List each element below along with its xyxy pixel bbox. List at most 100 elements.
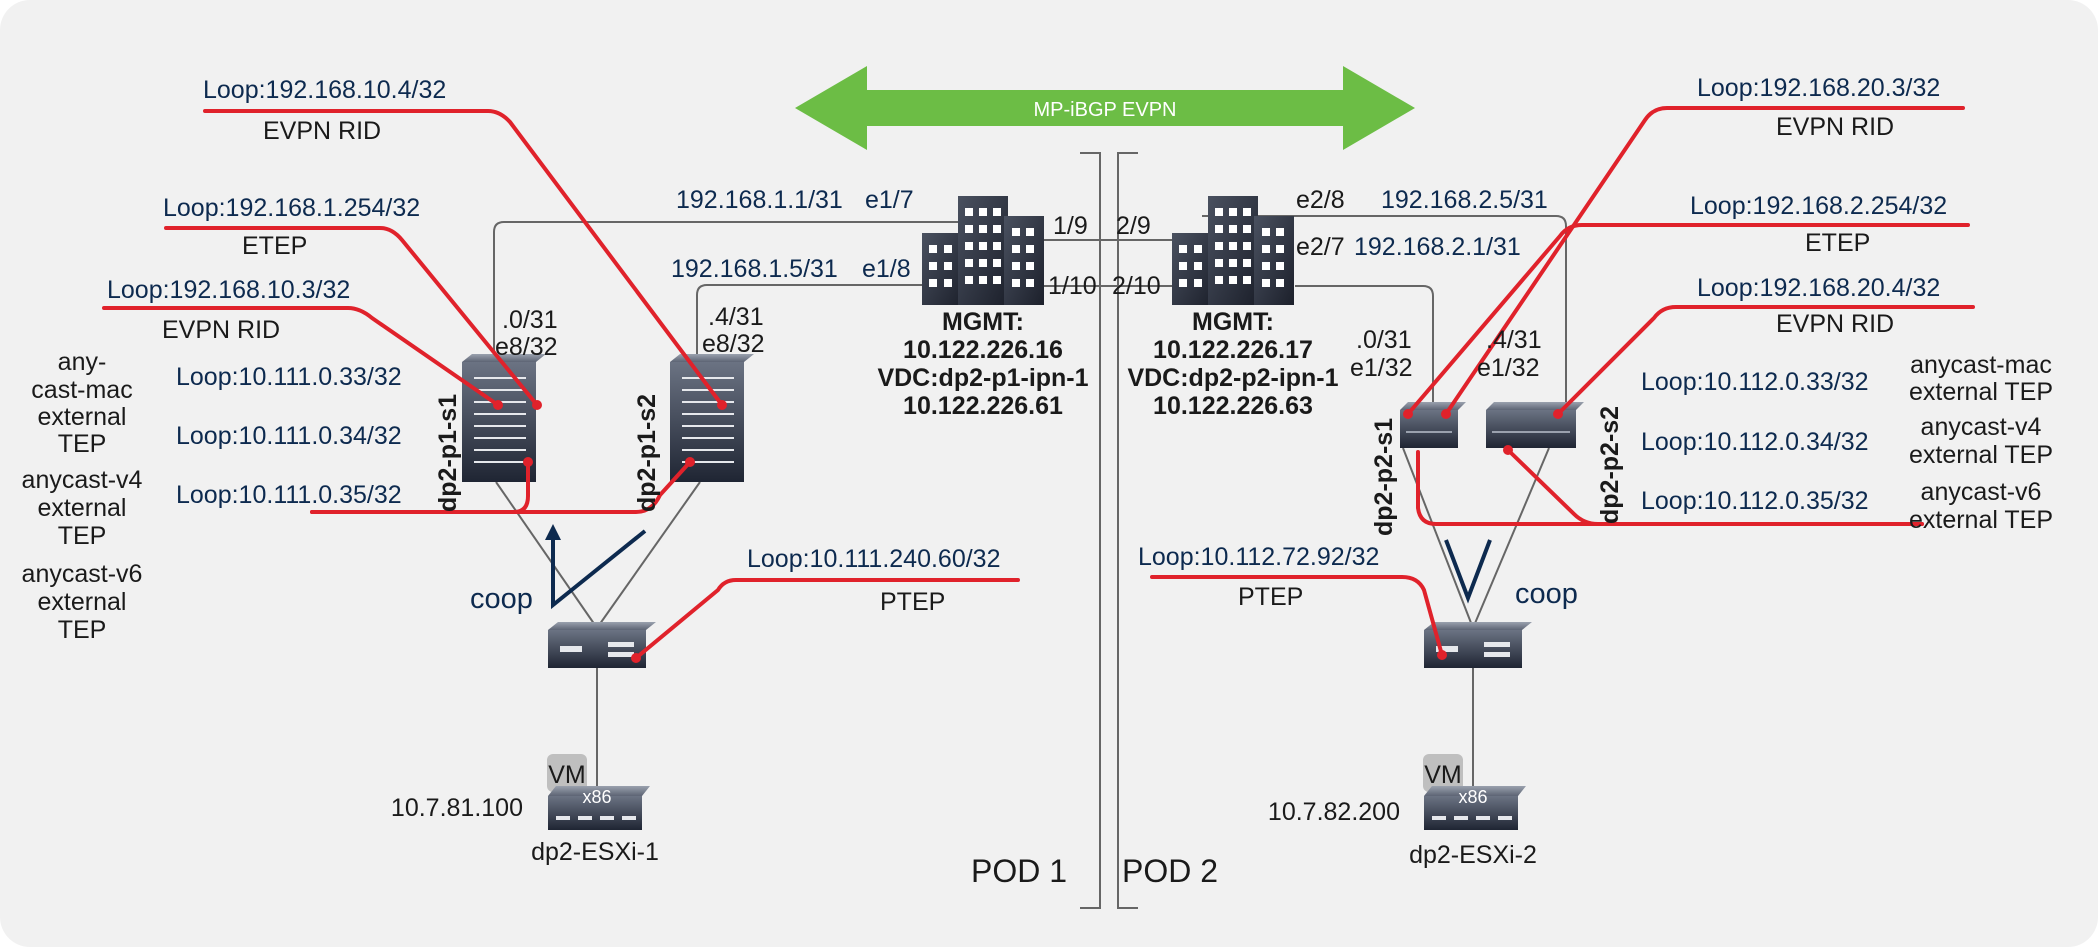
pod2-evpn-rid-1: EVPN RID xyxy=(1776,113,1894,141)
pod1-s1-if: e8/32 xyxy=(495,333,558,361)
pod1-ipn-if1: e1/7 xyxy=(865,186,914,214)
pod1-host-name: dp2-ESXi-1 xyxy=(531,838,659,866)
spine-name-dp2-p2-s1: dp2-p2-s1 xyxy=(1370,418,1398,536)
pod2-host-ip: 10.7.82.200 xyxy=(1268,798,1400,826)
pod2-loop-anycast-v6: Loop:10.112.0.35/32 xyxy=(1641,487,1869,515)
vm-label: VM xyxy=(548,761,586,789)
pod2-label: POD 2 xyxy=(1122,853,1218,889)
gray-links xyxy=(493,215,1567,786)
pod2-coop: coop xyxy=(1515,578,1578,610)
pod2-s2-addr: .4/31 xyxy=(1486,326,1542,354)
host-dp2-esxi-2[interactable]: VM x86 xyxy=(1423,754,1526,830)
pod1-ipn-vdc: VDC:dp2-p1-ipn-1 xyxy=(877,364,1088,392)
svg-text:anycast-mac: anycast-mac xyxy=(1910,351,2052,379)
svg-text:cast-mac: cast-mac xyxy=(31,376,132,404)
pod1-loop-ptep: Loop:10.111.240.60/32 xyxy=(747,545,1000,573)
pod1-anycast-mac-desc: any- cast-mac external TEP xyxy=(31,348,132,458)
pod2-ipn-mgmt-ip: 10.122.226.17 xyxy=(1153,336,1313,364)
pod1-loop-anycast-mac: Loop:10.111.0.33/32 xyxy=(176,363,402,391)
coop-arrows-pod2 xyxy=(1444,539,1492,604)
pod1-ipn-link2: 192.168.1.5/31 xyxy=(671,255,838,283)
pod1-loop-anycast-v6: Loop:10.111.0.35/32 xyxy=(176,481,402,509)
pod1-etep: ETEP xyxy=(242,232,307,260)
pod1-ipn-port-a: 1/9 xyxy=(1053,212,1088,240)
spine-dp2-p1-s2[interactable] xyxy=(670,354,754,482)
vm-badge xyxy=(547,754,587,792)
spine-dp2-p2-s2[interactable] xyxy=(1486,402,1584,448)
svg-text:external TEP: external TEP xyxy=(1909,506,2053,534)
pod1-ipn-port-b: 1/10 xyxy=(1048,272,1097,300)
loopback-endpoints xyxy=(493,400,1563,663)
pod1-loop-etep: Loop:192.168.1.254/32 xyxy=(163,194,420,222)
pod1-ipn-mgmt-label: MGMT: xyxy=(942,308,1024,336)
pod1-loop-evpn-rid-1: Loop:192.168.10.4/32 xyxy=(203,76,446,104)
pod1-s2-if: e8/32 xyxy=(702,330,765,358)
banner-label: MP-iBGP EVPN xyxy=(1034,99,1177,121)
svg-text:external TEP: external TEP xyxy=(1909,441,2053,469)
spine-name-dp2-p1-s1: dp2-p1-s1 xyxy=(434,394,462,512)
svg-text:anycast-v4: anycast-v4 xyxy=(1921,413,2042,441)
mp-ibgp-evpn-arrow: MP-iBGP EVPN xyxy=(795,66,1415,150)
pod1-s2-addr: .4/31 xyxy=(708,303,764,331)
pod1-ipn-vdc-ip: 10.122.226.61 xyxy=(903,392,1063,420)
leaf-pod1[interactable] xyxy=(548,622,656,668)
svg-text:external: external xyxy=(38,588,127,616)
pod2-ipn-port-a: 2/9 xyxy=(1116,212,1151,240)
pod1-evpn-rid-2: EVPN RID xyxy=(162,316,280,344)
spine-name-dp2-p1-s2: dp2-p1-s2 xyxy=(633,394,661,512)
pod1-label: POD 1 xyxy=(971,853,1067,889)
pod2-evpn-rid-2: EVPN RID xyxy=(1776,310,1894,338)
svg-text:external: external xyxy=(38,494,127,522)
pod2-ipn-vdc-ip: 10.122.226.63 xyxy=(1153,392,1313,420)
pod1-s1-addr: .0/31 xyxy=(502,306,558,334)
svg-text:anycast-v6: anycast-v6 xyxy=(22,560,143,588)
pod2-loop-ptep: Loop:10.112.72.92/32 xyxy=(1138,543,1379,571)
pod1-loop-evpn-rid-2: Loop:192.168.10.3/32 xyxy=(107,276,350,304)
svg-text:external: external xyxy=(38,403,127,431)
svg-text:anycast-v6: anycast-v6 xyxy=(1921,478,2042,506)
pod2-ipn-vdc: VDC:dp2-p2-ipn-1 xyxy=(1127,364,1338,392)
ipn-building-pod2[interactable] xyxy=(1172,196,1294,305)
pod2-ipn-if2: e2/7 xyxy=(1296,233,1345,261)
x86-label: x86 xyxy=(1458,787,1487,807)
svg-text:any-: any- xyxy=(58,348,107,376)
pod2-loop-anycast-mac: Loop:10.112.0.33/32 xyxy=(1641,368,1869,396)
pod2-anycast-mac-desc: anycast-mac external TEP xyxy=(1909,351,2053,406)
svg-text:TEP: TEP xyxy=(58,616,107,644)
ipn-building-pod1[interactable] xyxy=(922,196,1044,305)
svg-text:external TEP: external TEP xyxy=(1909,378,2053,406)
svg-text:TEP: TEP xyxy=(58,522,107,550)
pod1-coop: coop xyxy=(470,583,533,615)
pod1-ipn-if2: e1/8 xyxy=(862,255,911,283)
x86-label: x86 xyxy=(582,787,611,807)
pod1-ptep: PTEP xyxy=(880,588,945,616)
pod2-ipn-mgmt-label: MGMT: xyxy=(1192,308,1274,336)
host-dp2-esxi-1[interactable]: VM x86 xyxy=(547,754,650,830)
pod2-loop-etep: Loop:192.168.2.254/32 xyxy=(1690,192,1947,220)
pod1-anycast-v4-desc: anycast-v4 external TEP xyxy=(22,466,143,550)
pod1-loop-anycast-v4: Loop:10.111.0.34/32 xyxy=(176,422,402,450)
pod1-ipn-link1: 192.168.1.1/31 xyxy=(676,186,843,214)
pod2-s1-addr: .0/31 xyxy=(1356,326,1412,354)
pod2-loop-evpn-rid-1: Loop:192.168.20.3/32 xyxy=(1697,74,1940,102)
pod2-loop-evpn-rid-2: Loop:192.168.20.4/32 xyxy=(1697,274,1940,302)
pod2-etep: ETEP xyxy=(1805,229,1870,257)
spine-dp2-p1-s1[interactable] xyxy=(462,354,546,482)
pod2-ipn-link1: 192.168.2.5/31 xyxy=(1381,186,1548,214)
vm-label: VM xyxy=(1424,761,1462,789)
pod2-anycast-v4-desc: anycast-v4 external TEP xyxy=(1909,413,2053,469)
svg-text:anycast-v4: anycast-v4 xyxy=(22,466,143,494)
pod2-loop-anycast-v4: Loop:10.112.0.34/32 xyxy=(1641,428,1869,456)
pod1-ipn-mgmt-ip: 10.122.226.16 xyxy=(903,336,1063,364)
pod2-ipn-link2: 192.168.2.1/31 xyxy=(1354,233,1521,261)
pod1-host-ip: 10.7.81.100 xyxy=(391,794,523,822)
pod1-anycast-v6-desc: anycast-v6 external TEP xyxy=(22,560,143,644)
spine-name-dp2-p2-s2: dp2-p2-s2 xyxy=(1596,406,1624,524)
pod2-anycast-v6-desc: anycast-v6 external TEP xyxy=(1909,478,2053,534)
svg-text:TEP: TEP xyxy=(58,430,107,458)
pod1-evpn-rid-1: EVPN RID xyxy=(263,117,381,145)
coop-arrows-pod1 xyxy=(545,524,647,610)
